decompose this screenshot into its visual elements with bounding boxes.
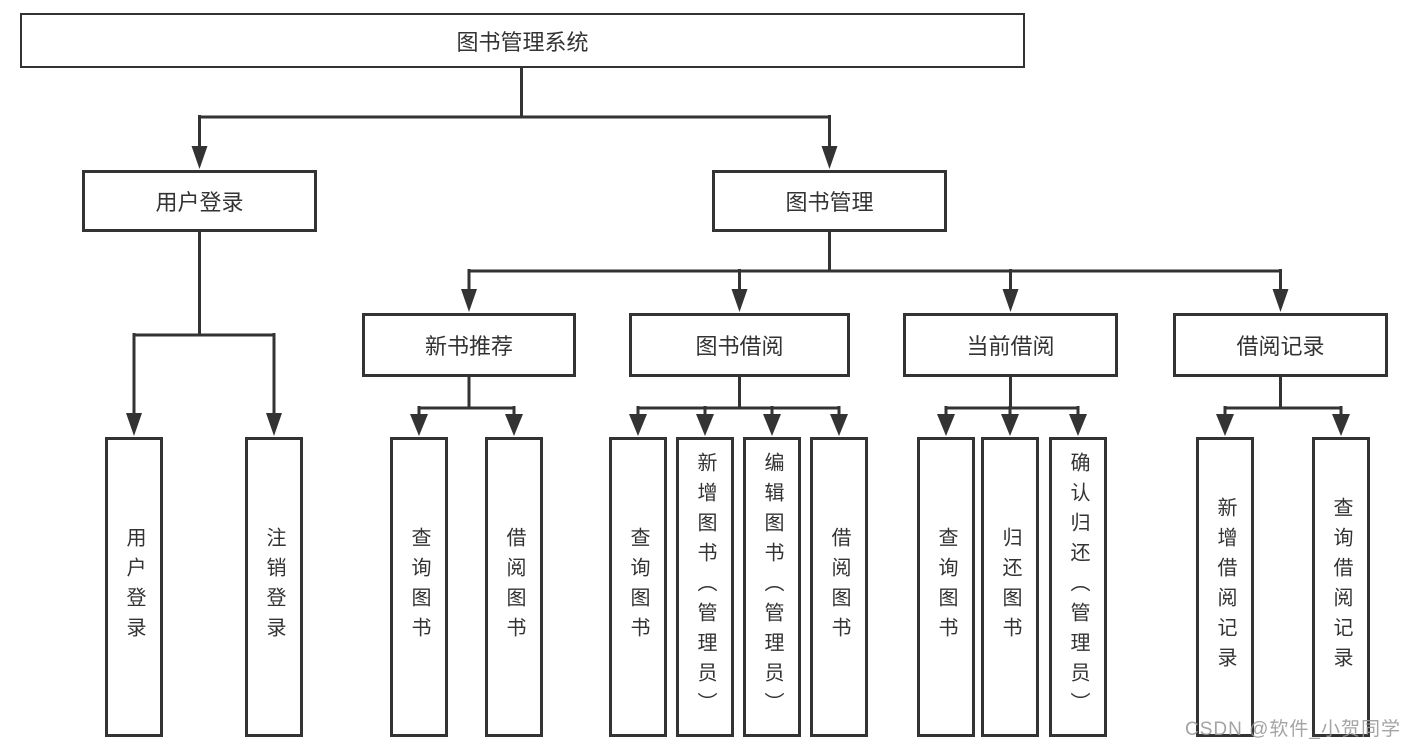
node-new-book-recommendation: 新书推荐 bbox=[362, 313, 576, 377]
watermark: CSDN @软件_小贺同学 bbox=[1185, 719, 1401, 740]
node-root-label: 图书管理系统 bbox=[456, 29, 589, 55]
leaf-label: 查询图书 bbox=[627, 527, 649, 647]
node-root: 图书管理系统 bbox=[20, 13, 1025, 68]
leaf-label: 编辑图书（管理员） bbox=[761, 452, 783, 722]
node-label: 新书推荐 bbox=[424, 334, 513, 359]
leaf-user-login: 用户登录 bbox=[105, 437, 163, 737]
node-borrowing-records: 借阅记录 bbox=[1173, 313, 1388, 377]
node-label: 借阅记录 bbox=[1236, 334, 1325, 359]
leaf-label: 用户登录 bbox=[123, 527, 145, 647]
node-label: 当前借阅 bbox=[966, 334, 1055, 359]
node-user-login: 用户登录 bbox=[82, 170, 317, 232]
leaf-borrow-books-1: 借阅图书 bbox=[485, 437, 543, 737]
node-book-management: 图书管理 bbox=[712, 170, 947, 232]
node-current-borrowing: 当前借阅 bbox=[903, 313, 1118, 377]
leaf-query-books-1: 查询图书 bbox=[390, 437, 448, 737]
leaf-label: 新增借阅记录 bbox=[1214, 497, 1236, 677]
leaf-label: 注销登录 bbox=[263, 527, 285, 647]
leaf-edit-book-admin: 编辑图书（管理员） bbox=[743, 437, 801, 737]
leaf-add-borrow-record: 新增借阅记录 bbox=[1196, 437, 1254, 737]
leaf-label: 借阅图书 bbox=[828, 527, 850, 647]
leaf-query-books-2: 查询图书 bbox=[609, 437, 667, 737]
node-label: 图书借阅 bbox=[695, 334, 784, 359]
leaf-label: 归还图书 bbox=[999, 527, 1021, 647]
leaf-return-book: 归还图书 bbox=[981, 437, 1039, 737]
leaf-add-book-admin: 新增图书（管理员） bbox=[676, 437, 734, 737]
leaf-label: 查询图书 bbox=[935, 527, 957, 647]
leaf-query-books-3: 查询图书 bbox=[917, 437, 975, 737]
leaf-label: 新增图书（管理员） bbox=[694, 452, 716, 722]
leaf-label: 确认归还（管理员） bbox=[1067, 452, 1089, 722]
leaf-confirm-return-admin: 确认归还（管理员） bbox=[1049, 437, 1107, 737]
leaf-query-borrow-record: 查询借阅记录 bbox=[1312, 437, 1370, 737]
leaf-label: 借阅图书 bbox=[503, 527, 525, 647]
node-label: 用户登录 bbox=[155, 190, 244, 215]
leaf-logout: 注销登录 bbox=[245, 437, 303, 737]
leaf-borrow-books-2: 借阅图书 bbox=[810, 437, 868, 737]
node-label: 图书管理 bbox=[785, 190, 874, 215]
node-book-borrowing: 图书借阅 bbox=[629, 313, 850, 377]
leaf-label: 查询借阅记录 bbox=[1330, 497, 1352, 677]
leaf-label: 查询图书 bbox=[408, 527, 430, 647]
